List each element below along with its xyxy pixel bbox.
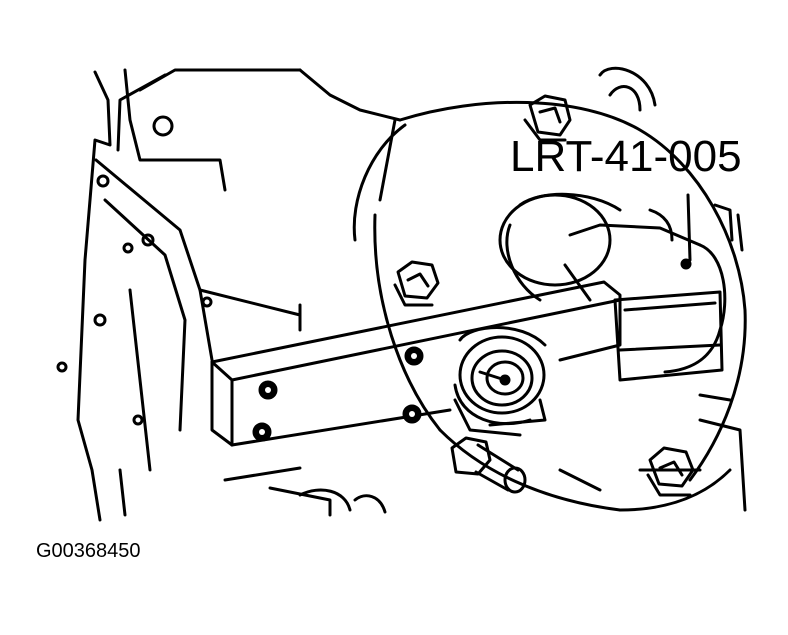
engine-block (56, 68, 402, 522)
housing (352, 66, 747, 512)
hex-bolt-bottom-right (646, 446, 695, 497)
bolt-hole (152, 115, 174, 137)
hex-bolt-left (393, 260, 440, 307)
threaded-stud (450, 436, 527, 494)
locking-arm (210, 280, 622, 447)
tool-cylinder (498, 192, 727, 374)
tool-part-number-label: LRT-41-005 (510, 132, 742, 181)
hex-bolt-top (523, 94, 572, 142)
figure-id-label: G00368450 (36, 540, 141, 562)
square-drive (613, 290, 724, 382)
center-hub (453, 326, 547, 437)
